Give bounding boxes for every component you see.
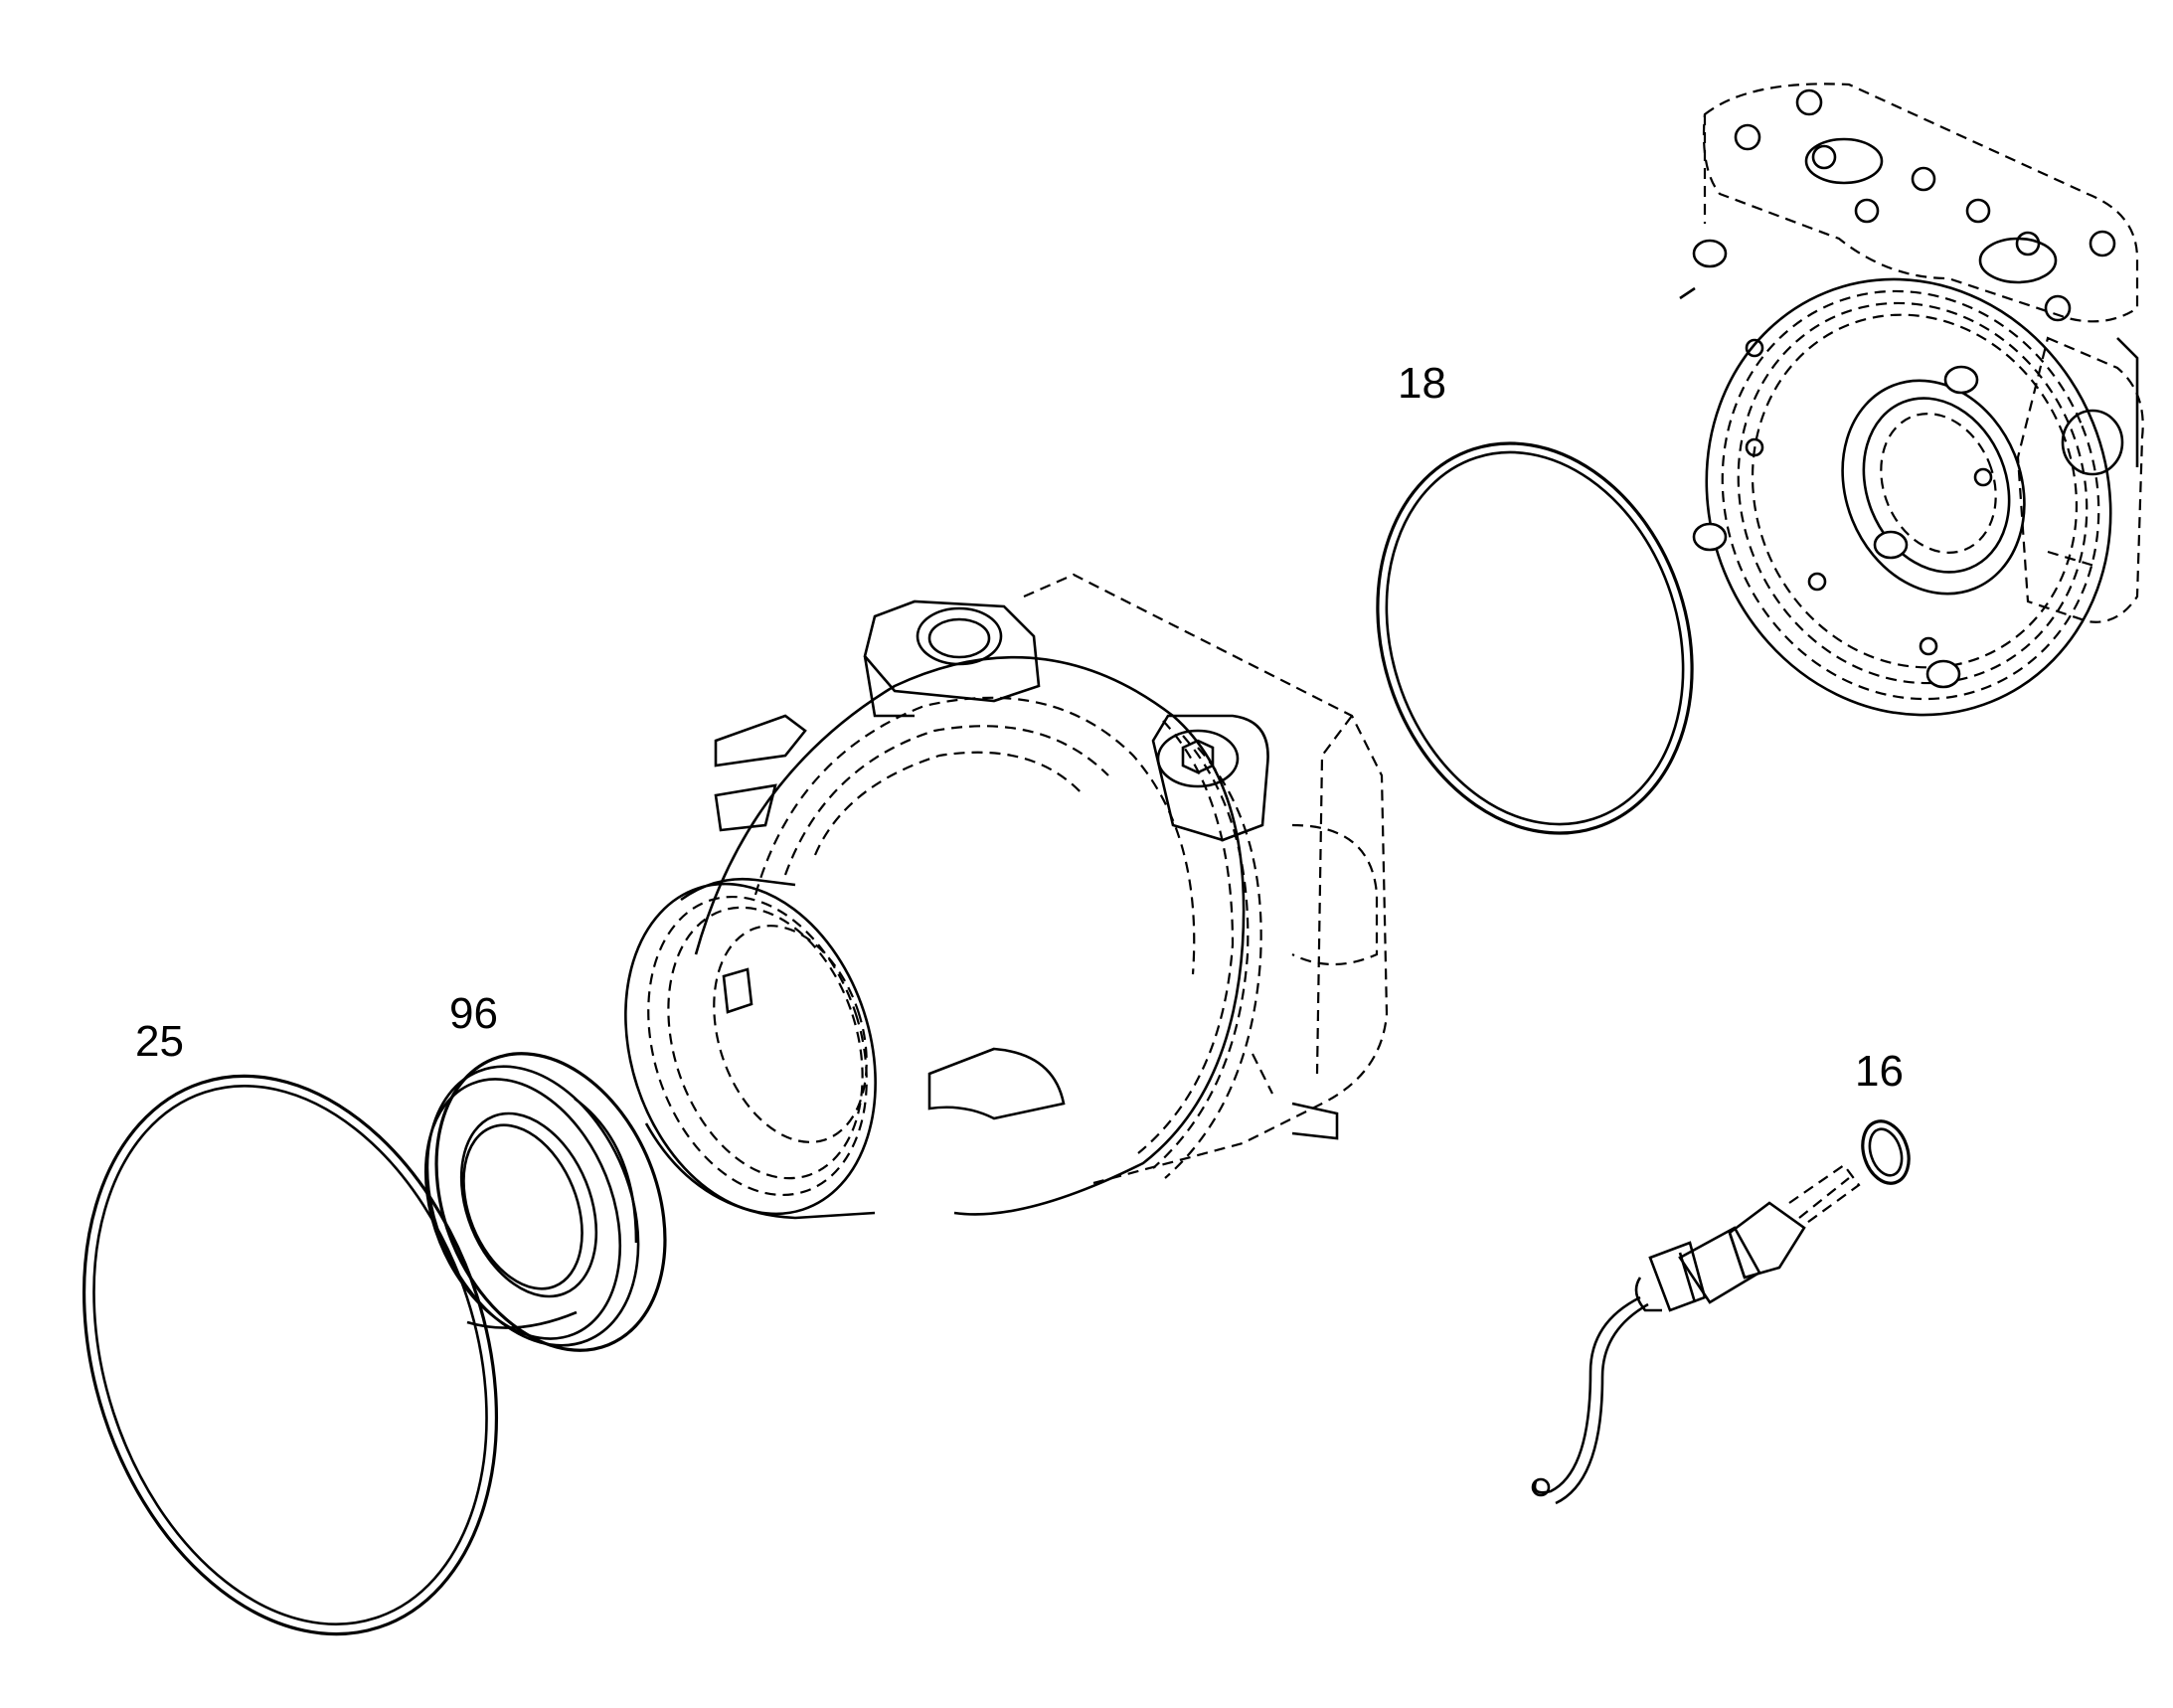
callout-16: 16 bbox=[1855, 1047, 1904, 1096]
callout-25: 25 bbox=[135, 1017, 184, 1066]
callout-96: 96 bbox=[449, 989, 498, 1038]
motor-housing bbox=[624, 573, 1389, 1220]
rear-cover bbox=[1679, 83, 2144, 717]
speed-sensor bbox=[1531, 1163, 1861, 1505]
shaft-seal-96 bbox=[423, 1052, 667, 1352]
o-ring-25 bbox=[82, 1074, 499, 1636]
o-ring-16 bbox=[1861, 1119, 1911, 1185]
callout-18: 18 bbox=[1398, 359, 1446, 408]
o-ring-18 bbox=[1376, 441, 1694, 835]
